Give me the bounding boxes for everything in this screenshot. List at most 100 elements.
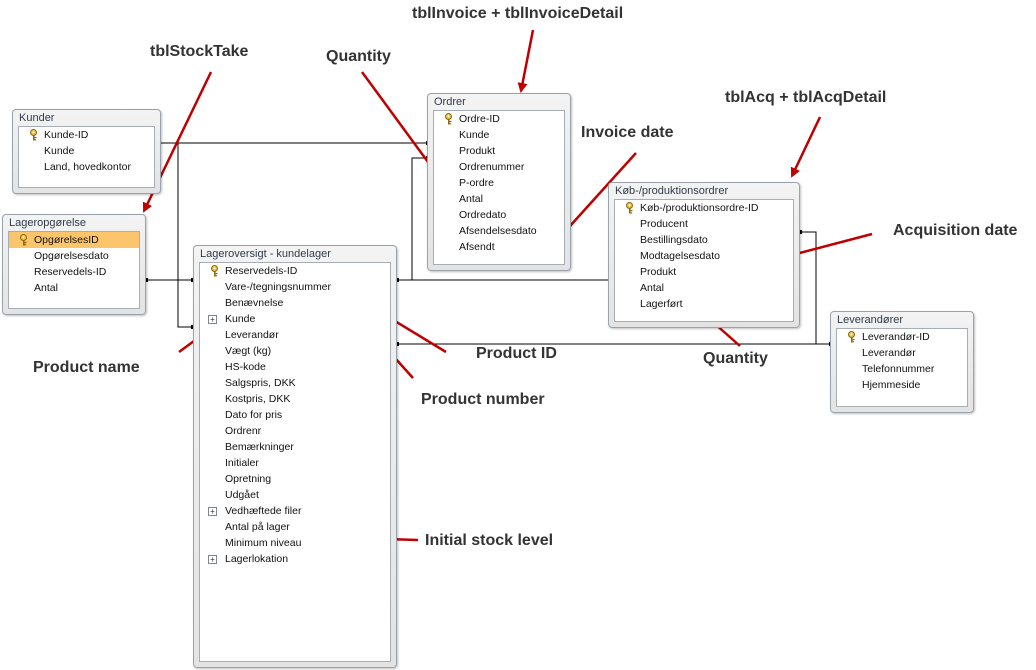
field-label: Kunde-ID: [44, 129, 89, 141]
field-row[interactable]: Producent: [615, 216, 793, 232]
field-row[interactable]: Ordre-ID: [434, 111, 564, 127]
field-label: Reservedels-ID: [225, 265, 298, 277]
field-row[interactable]: Vare-/tegningsnummer: [200, 279, 390, 295]
field-row[interactable]: Lagerført: [615, 296, 793, 312]
field-row[interactable]: +Lagerlokation: [200, 551, 390, 567]
field-row[interactable]: Bemærkninger: [200, 439, 390, 455]
field-row[interactable]: Telefonnummer: [837, 361, 967, 377]
field-label: Ordrenummer: [459, 161, 525, 173]
field-row[interactable]: Kunde: [434, 127, 564, 143]
field-label: Minimum niveau: [225, 537, 302, 549]
field-label: Telefonnummer: [862, 363, 935, 375]
expand-plus-icon[interactable]: +: [208, 555, 217, 564]
field-row[interactable]: Land, hovedkontor: [19, 159, 154, 175]
field-label: Salgspris, DKK: [225, 377, 296, 389]
field-row[interactable]: Modtagelsesdato: [615, 248, 793, 264]
field-row[interactable]: Salgspris, DKK: [200, 375, 390, 391]
field-row[interactable]: Afsendt: [434, 239, 564, 255]
field-row[interactable]: Ordrenummer: [434, 159, 564, 175]
field-row[interactable]: Produkt: [615, 264, 793, 280]
field-row[interactable]: HS-kode: [200, 359, 390, 375]
field-row[interactable]: Afsendelsesdato: [434, 223, 564, 239]
field-row[interactable]: Leverandør: [837, 345, 967, 361]
expand-plus-icon[interactable]: +: [208, 315, 217, 324]
field-row[interactable]: Antal: [9, 280, 139, 296]
field-row[interactable]: Hjemmeside: [837, 377, 967, 393]
field-row[interactable]: Kunde-ID: [19, 127, 154, 143]
field-label: Dato for pris: [225, 409, 283, 421]
field-label: Bemærkninger: [225, 441, 294, 453]
field-row[interactable]: Leverandør: [200, 327, 390, 343]
field-row[interactable]: Reservedels-ID: [200, 263, 390, 279]
primary-key-icon: [625, 202, 634, 214]
field-label: Produkt: [459, 145, 496, 157]
field-row[interactable]: Opgørelsesdato: [9, 248, 139, 264]
field-row[interactable]: Dato for pris: [200, 407, 390, 423]
field-row[interactable]: Køb-/produktionsordre-ID: [615, 200, 793, 216]
table-kobs[interactable]: Køb-/produktionsordrer Køb-/produktionso…: [608, 182, 800, 328]
field-row[interactable]: Reservedels-ID: [9, 264, 139, 280]
field-row[interactable]: Kunde: [19, 143, 154, 159]
field-label: Kunde: [459, 129, 490, 141]
field-label: Kostpris, DKK: [225, 393, 291, 405]
table-leverandorer-title: Leverandører: [837, 314, 904, 326]
annotation-quantity-bottom: Quantity: [703, 350, 768, 367]
field-label: Afsendt: [459, 241, 495, 253]
primary-key-icon: [19, 234, 28, 246]
field-row[interactable]: Udgået: [200, 487, 390, 503]
field-label: Ordrenr: [225, 425, 262, 437]
field-row[interactable]: P-ordre: [434, 175, 564, 191]
annotation-product-number: Product number: [421, 391, 545, 408]
table-lageroversigt-title: Lageroversigt - kundelager: [200, 248, 331, 260]
field-label: Leverandør: [225, 329, 279, 341]
annotation-quantity-top: Quantity: [326, 48, 391, 65]
expand-plus-icon[interactable]: +: [208, 507, 217, 516]
field-label: Ordredato: [459, 209, 507, 221]
field-label: Køb-/produktionsordre-ID: [640, 202, 759, 214]
field-row[interactable]: Ordredato: [434, 207, 564, 223]
field-row[interactable]: Ordrenr: [200, 423, 390, 439]
relationship-lines: [146, 142, 831, 345]
field-row[interactable]: Vægt (kg): [200, 343, 390, 359]
table-kunder-title: Kunder: [19, 112, 55, 124]
field-row[interactable]: +Vedhæftede filer: [200, 503, 390, 519]
field-row[interactable]: Bestillingsdato: [615, 232, 793, 248]
primary-key-icon: [444, 113, 453, 125]
table-ordrer-title: Ordrer: [434, 96, 466, 108]
annotation-invoice-date: Invoice date: [581, 124, 674, 141]
field-row[interactable]: Antal: [434, 191, 564, 207]
field-row[interactable]: Produkt: [434, 143, 564, 159]
field-label: Bestillingsdato: [640, 234, 708, 246]
field-label: Afsendelsesdato: [459, 225, 537, 237]
field-row[interactable]: Antal på lager: [200, 519, 390, 535]
field-row[interactable]: Antal: [615, 280, 793, 296]
field-row[interactable]: Initialer: [200, 455, 390, 471]
field-label: Opgørelsesdato: [34, 250, 109, 262]
field-label: Modtagelsesdato: [640, 250, 720, 262]
field-label: Udgået: [225, 489, 259, 501]
field-label: Producent: [640, 218, 688, 230]
field-row[interactable]: +Kunde: [200, 311, 390, 327]
field-row[interactable]: Leverandør-ID: [837, 329, 967, 345]
field-row[interactable]: Minimum niveau: [200, 535, 390, 551]
field-row[interactable]: OpgørelsesID: [9, 232, 139, 248]
field-label: Antal: [459, 193, 483, 205]
field-label: Opretning: [225, 473, 272, 485]
field-row[interactable]: Kostpris, DKK: [200, 391, 390, 407]
field-label: Kunde: [44, 145, 75, 157]
field-row[interactable]: Benævnelse: [200, 295, 390, 311]
field-label: Vægt (kg): [225, 345, 272, 357]
field-row[interactable]: Opretning: [200, 471, 390, 487]
annotation-initial-stock: Initial stock level: [425, 532, 554, 549]
field-label: Benævnelse: [225, 297, 284, 309]
table-lageroversigt[interactable]: Lageroversigt - kundelager Reservedels-I…: [193, 245, 397, 668]
